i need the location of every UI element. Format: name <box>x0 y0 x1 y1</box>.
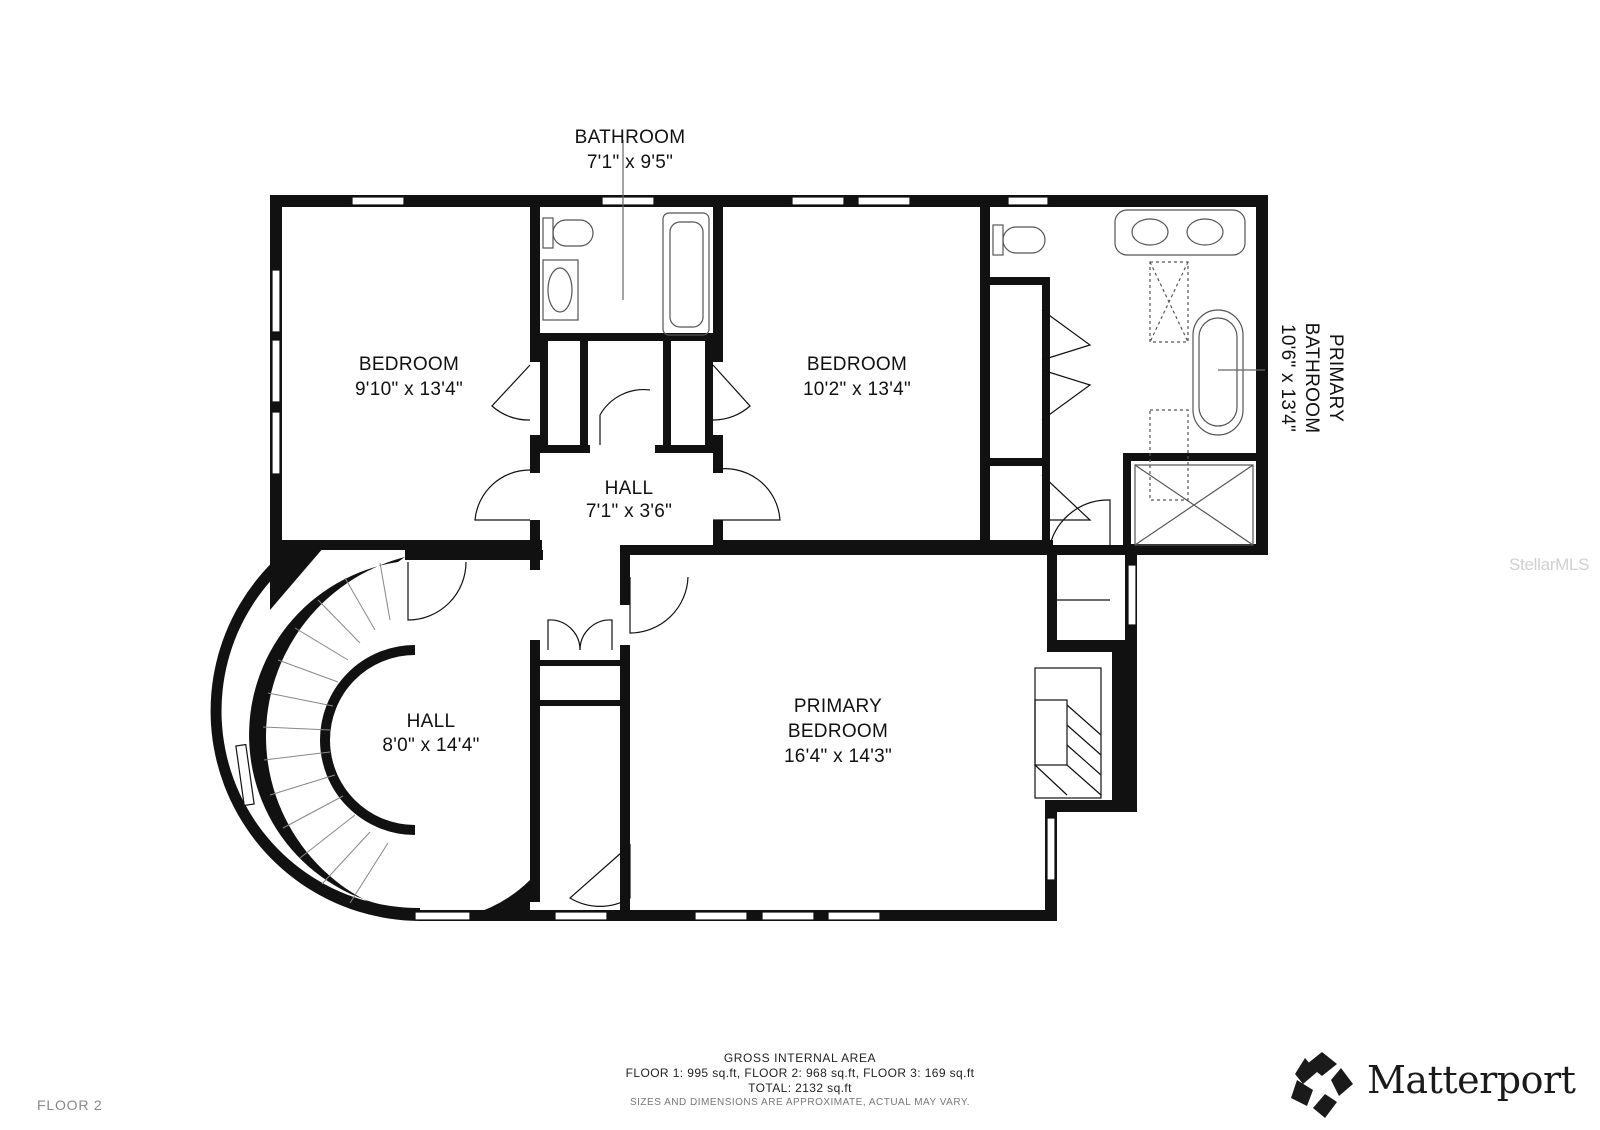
hall-small-dims: 7'1" x 3'6" <box>586 501 672 522</box>
primary-bathroom-line2: BATHROOM <box>1301 323 1322 434</box>
primary-bedroom-line1: PRIMARY <box>794 696 882 717</box>
hall-stair-name: HALL <box>407 711 456 732</box>
gia-note: SIZES AND DIMENSIONS ARE APPROXIMATE, AC… <box>629 1097 971 1108</box>
gia-title: GROSS INTERNAL AREA <box>723 1051 877 1065</box>
primary-bedroom-line2: BEDROOM <box>788 721 888 742</box>
walls <box>210 195 1268 921</box>
bedroom-mid-dims: 10'2" x 13'4" <box>803 379 911 400</box>
matterport-logo-icon <box>1291 1052 1353 1118</box>
gia-total: TOTAL: 2132 sq.ft <box>748 1081 852 1095</box>
bathroom-dims: 7'1" x 9'5" <box>587 152 673 173</box>
bedroom-mid-name: BEDROOM <box>807 354 907 375</box>
windows <box>235 196 1137 921</box>
hall-small-name: HALL <box>605 478 654 499</box>
primary-bedroom-dims: 16'4" x 14'3" <box>784 746 892 767</box>
primary-bathroom-dims: 10'6" x 13'4" <box>1277 324 1298 432</box>
bathroom-name: BATHROOM <box>575 127 686 148</box>
brand-name: Matterport <box>1367 1058 1576 1102</box>
fixtures <box>262 140 1265 904</box>
watermark: StellarMLS <box>1509 555 1590 574</box>
room-labels: BATHROOM 7'1" x 9'5" BEDROOM 9'10" x 13'… <box>355 127 1346 767</box>
doors <box>407 309 1111 907</box>
bedroom-left-name: BEDROOM <box>359 354 459 375</box>
bedroom-left-dims: 9'10" x 13'4" <box>355 379 463 400</box>
primary-bathroom-line1: PRIMARY <box>1325 334 1346 422</box>
brand: Matterport <box>1287 1050 1587 1120</box>
floor-label: FLOOR 2 <box>37 1097 103 1113</box>
hall-stair-dims: 8'0" x 14'4" <box>382 735 479 756</box>
gia-floors: FLOOR 1: 995 sq.ft, FLOOR 2: 968 sq.ft, … <box>625 1066 975 1080</box>
stair-treads <box>262 562 391 904</box>
